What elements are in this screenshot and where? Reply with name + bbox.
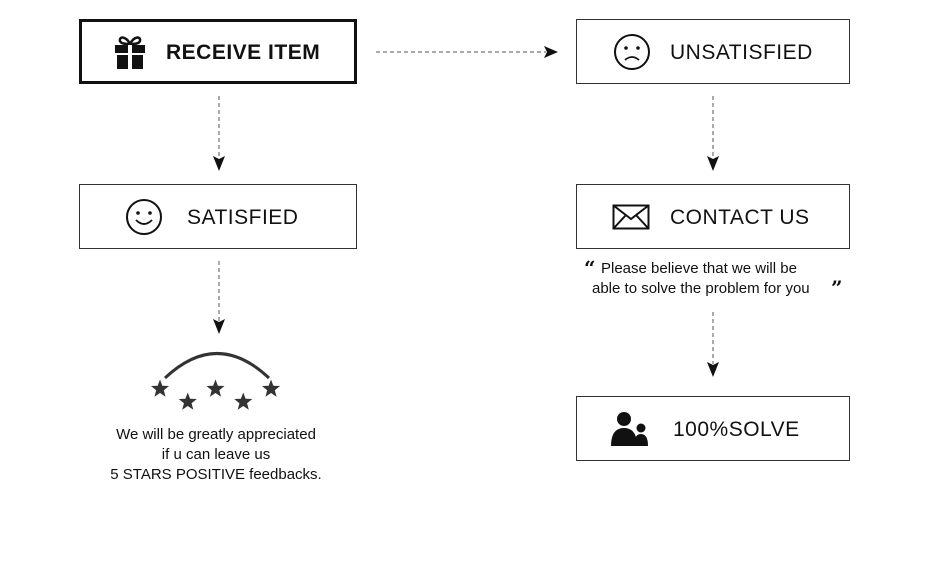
node-100-solve: 100%SOLVE <box>576 396 850 461</box>
sad-face-icon <box>613 33 651 71</box>
feedback-line-2: if u can leave us <box>161 446 271 463</box>
node-label: CONTACT US <box>670 206 810 229</box>
arrow-contact-to-solve <box>707 312 719 377</box>
star-icon <box>234 392 253 410</box>
arrow-receive-to-unsatisfied <box>376 46 558 58</box>
five-stars-graphic <box>150 352 281 410</box>
node-label: 100%SOLVE <box>673 418 800 441</box>
arrow-satisfied-to-stars <box>213 261 225 334</box>
arrow-unsatisfied-to-contact <box>707 96 719 171</box>
smiley-face-icon <box>125 198 163 236</box>
node-unsatisfied: UNSATISFIED <box>576 19 850 84</box>
node-satisfied: SATISFIED <box>79 184 357 249</box>
close-quote: ” <box>831 276 843 300</box>
node-receive-item: RECEIVE ITEM <box>79 19 357 84</box>
feedback-line-1: We will be greatly appreciated <box>116 426 316 443</box>
node-label: UNSATISFIED <box>670 41 813 64</box>
node-label: SATISFIED <box>187 206 299 229</box>
star-icon <box>178 392 197 410</box>
gift-icon <box>113 34 147 70</box>
arrow-receive-to-satisfied <box>213 96 225 171</box>
arc-icon <box>163 352 271 380</box>
star-icon <box>261 379 281 397</box>
feedback-line-3: 5 STARS POSITIVE feedbacks. <box>110 466 322 483</box>
star-icon <box>206 379 225 397</box>
contact-note-line-2: able to solve the problem for you <box>592 280 810 297</box>
people-icon <box>610 411 650 447</box>
envelope-icon <box>612 204 650 230</box>
node-label: RECEIVE ITEM <box>166 41 321 64</box>
feedback-caption: We will be greatly appreciated if u can … <box>78 425 354 485</box>
contact-note-line-1: Please believe that we will be <box>601 260 797 277</box>
open-quote: “ <box>584 256 596 280</box>
star-icon <box>150 379 170 397</box>
node-contact-us: CONTACT US <box>576 184 850 249</box>
